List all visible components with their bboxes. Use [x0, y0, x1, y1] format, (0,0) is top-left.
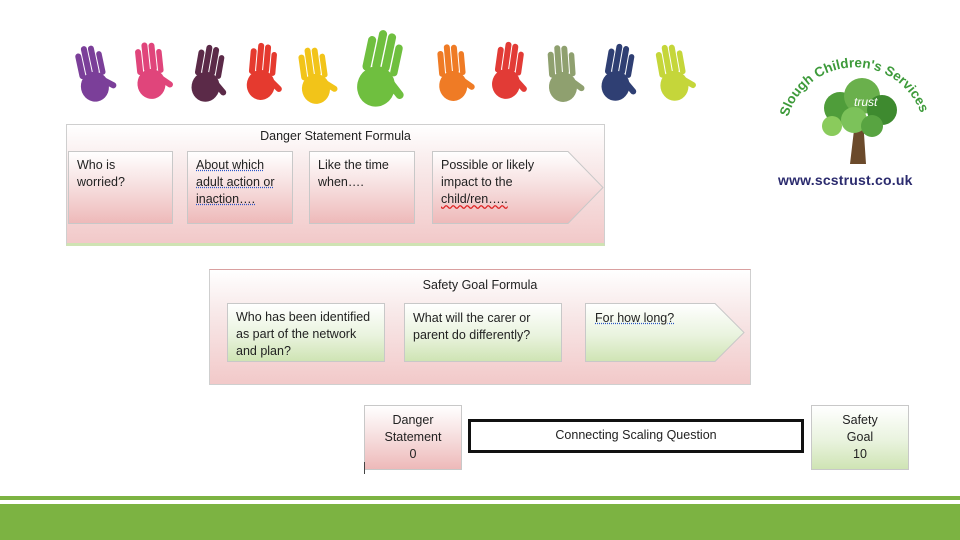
- footer-top-band: [0, 496, 960, 500]
- hand-prints-banner: [62, 28, 702, 118]
- box-line: worried?: [77, 174, 164, 191]
- safety-arrow-how-long: For how long?: [585, 303, 745, 362]
- hand-icon-purple: [72, 41, 120, 104]
- cursor-mark: [364, 462, 365, 474]
- hand-icon-plum: [189, 43, 235, 105]
- box-line: Safety: [816, 412, 904, 429]
- danger-arrow-impact: Possible or likely impact to the child/r…: [432, 151, 604, 224]
- scs-trust-logo: Slough Children's Services Trust trust: [770, 22, 940, 197]
- hand-icon-navy: [599, 42, 645, 104]
- box-line: as part of the network: [236, 326, 376, 343]
- danger-box-adult-action: About which adult action or inaction….: [187, 151, 293, 224]
- logo-tree-text: trust: [854, 95, 878, 109]
- hand-icon-pink: [133, 40, 175, 101]
- box-line: Like the time: [318, 157, 406, 174]
- box-line: parent do differently?: [413, 327, 553, 344]
- box-line: when….: [318, 174, 406, 191]
- hand-icon-olive: [546, 43, 586, 102]
- scale-danger-statement-box: Danger Statement 0: [364, 405, 462, 470]
- box-line: impact to the: [441, 174, 534, 191]
- footer-band: [0, 504, 960, 540]
- box-line: Who has been identified: [236, 309, 376, 326]
- danger-formula-title: Danger Statement Formula: [67, 129, 604, 143]
- box-line: adult action or: [196, 174, 284, 191]
- box-line: and plan?: [236, 343, 376, 360]
- box-line: Goal: [816, 429, 904, 446]
- box-line: 0: [369, 446, 457, 463]
- box-line: inaction….: [196, 191, 284, 208]
- hand-icon-orange: [436, 42, 477, 102]
- box-line: Danger: [369, 412, 457, 429]
- connecting-scaling-question: Connecting Scaling Question: [468, 419, 804, 453]
- hand-icon-scarlet: [490, 40, 534, 102]
- box-line: For how long?: [595, 310, 674, 327]
- box-line: child/ren…..: [441, 191, 534, 208]
- scale-safety-goal-box: Safety Goal 10: [811, 405, 909, 470]
- box-line: What will the carer or: [413, 310, 553, 327]
- safety-formula-title: Safety Goal Formula: [210, 278, 750, 292]
- hand-icon-red: [246, 42, 287, 102]
- danger-box-like-time: Like the time when….: [309, 151, 415, 224]
- box-line: Possible or likely: [441, 157, 534, 174]
- hand-icon-lime: [653, 41, 699, 103]
- hand-icon-yellow: [296, 44, 340, 106]
- box-line: 10: [816, 446, 904, 463]
- box-line: About which: [196, 157, 284, 174]
- safety-box-what-differently: What will the carer or parent do differe…: [404, 303, 562, 362]
- hand-icon-green: [353, 28, 417, 113]
- box-line: Statement: [369, 429, 457, 446]
- website-url: www.scstrust.co.uk: [778, 172, 913, 188]
- danger-box-who-worried: Who is worried?: [68, 151, 173, 224]
- box-line: Who is: [77, 157, 164, 174]
- safety-box-who-identified: Who has been identified as part of the n…: [227, 303, 385, 362]
